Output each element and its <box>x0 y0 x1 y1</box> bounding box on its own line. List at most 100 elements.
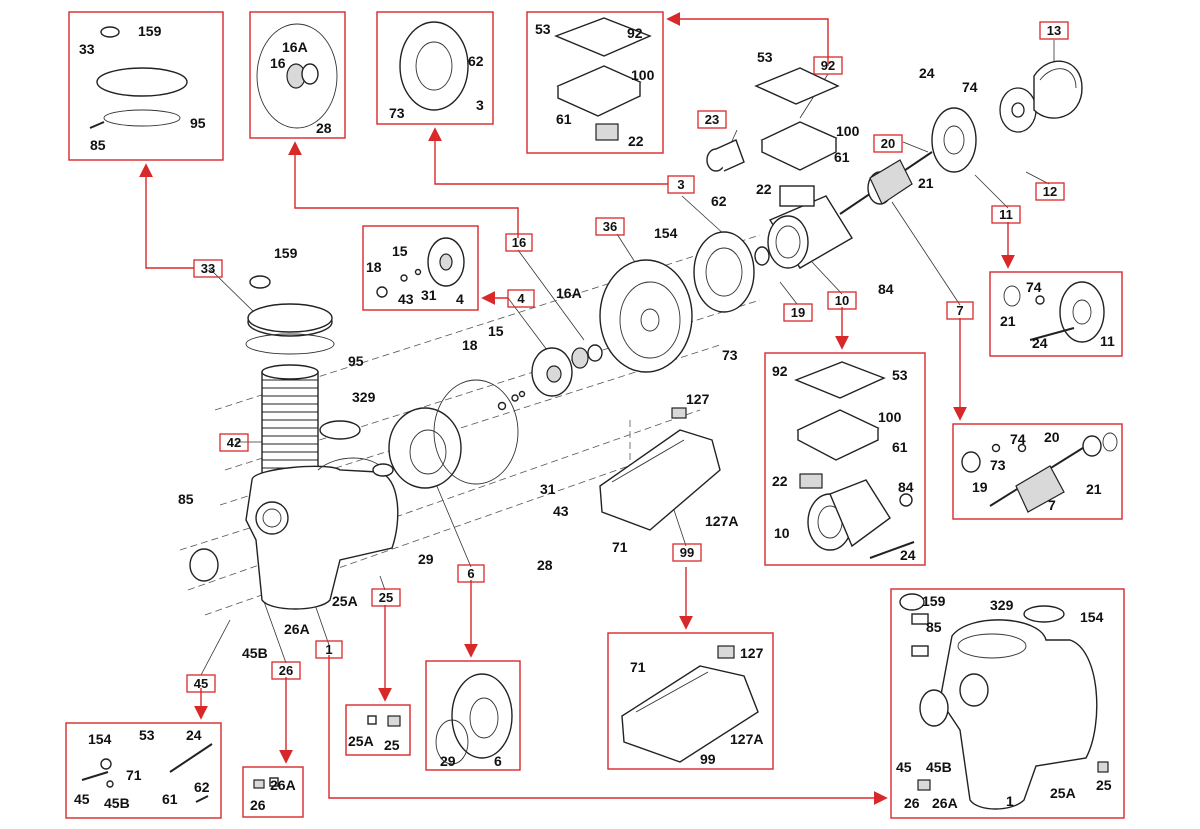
label-43: 43 <box>553 503 569 519</box>
callout-23: 23 <box>697 110 727 129</box>
callout-7: 7 <box>946 301 974 320</box>
label-92: 92 <box>627 25 643 41</box>
label-22: 22 <box>628 133 644 149</box>
detail-boxes <box>65 11 1125 819</box>
callout-16: 16 <box>505 233 533 252</box>
main-assembly <box>189 60 1083 610</box>
label-71: 71 <box>612 539 628 555</box>
callout-19: 19 <box>783 303 813 322</box>
label-16: 16 <box>270 55 286 71</box>
label-85: 85 <box>90 137 106 153</box>
label-45: 45 <box>74 791 90 807</box>
label-74: 74 <box>962 79 978 95</box>
label-21: 21 <box>918 175 934 191</box>
label-154: 154 <box>1080 609 1104 625</box>
label-73: 73 <box>389 105 405 121</box>
svg-text:33: 33 <box>201 261 215 276</box>
label-24: 24 <box>186 727 202 743</box>
label-24: 24 <box>919 65 935 81</box>
label-84: 84 <box>898 479 914 495</box>
label-3: 3 <box>476 97 484 113</box>
svg-text:42: 42 <box>227 435 241 450</box>
label-127: 127 <box>686 391 710 407</box>
label-25: 25 <box>1096 777 1112 793</box>
part-labels: 159 33 95 85 16A 16 28 62 73 3 53 92 100… <box>74 21 1115 813</box>
label-62: 62 <box>711 193 727 209</box>
label-25: 25 <box>384 737 400 753</box>
label-22: 22 <box>756 181 772 197</box>
label-43: 43 <box>398 291 414 307</box>
svg-text:26: 26 <box>279 663 293 678</box>
label-26: 26 <box>904 795 920 811</box>
label-11: 11 <box>1100 333 1115 349</box>
svg-text:25: 25 <box>379 590 393 605</box>
label-25A: 25A <box>1050 785 1076 801</box>
label-21: 21 <box>1000 313 1016 329</box>
label-159: 159 <box>922 593 946 609</box>
label-28: 28 <box>316 120 332 136</box>
svg-text:16: 16 <box>512 235 526 250</box>
label-15: 15 <box>392 243 408 259</box>
label-29: 29 <box>440 753 456 769</box>
callout-10: 10 <box>827 291 857 310</box>
label-22: 22 <box>772 473 788 489</box>
svg-text:11: 11 <box>999 207 1013 222</box>
label-62: 62 <box>194 779 210 795</box>
label-329: 329 <box>352 389 376 405</box>
label-45: 45 <box>896 759 912 775</box>
label-74: 74 <box>1026 279 1042 295</box>
callout-99: 99 <box>672 543 702 562</box>
label-25A: 25A <box>348 733 374 749</box>
svg-text:10: 10 <box>835 293 849 308</box>
label-31: 31 <box>421 287 437 303</box>
label-21: 21 <box>1086 481 1102 497</box>
label-53: 53 <box>139 727 155 743</box>
label-127A: 127A <box>705 513 738 529</box>
label-95: 95 <box>190 115 206 131</box>
leader-lines <box>200 40 1055 676</box>
label-85: 85 <box>926 619 942 635</box>
label-85: 85 <box>178 491 194 507</box>
callout-1: 1 <box>315 640 343 659</box>
label-73: 73 <box>990 457 1006 473</box>
svg-text:99: 99 <box>680 545 694 560</box>
svg-text:23: 23 <box>705 112 719 127</box>
label-4: 4 <box>456 291 464 307</box>
svg-text:19: 19 <box>791 305 805 320</box>
callout-25: 25 <box>371 588 401 607</box>
callout-13: 13 <box>1039 21 1069 40</box>
label-19: 19 <box>972 479 988 495</box>
label-100: 100 <box>631 67 655 83</box>
svg-text:4: 4 <box>517 291 525 306</box>
label-18: 18 <box>462 337 478 353</box>
label-71: 71 <box>126 767 142 783</box>
label-61: 61 <box>556 111 572 127</box>
label-127A: 127A <box>730 731 763 747</box>
label-16A: 16A <box>282 39 308 55</box>
callout-26: 26 <box>271 661 301 680</box>
label-33: 33 <box>79 41 95 57</box>
label-26A: 26A <box>270 777 296 793</box>
label-24: 24 <box>1032 335 1048 351</box>
label-18: 18 <box>366 259 382 275</box>
label-26A: 26A <box>932 795 958 811</box>
callout-3: 3 <box>667 175 695 194</box>
label-154: 154 <box>88 731 112 747</box>
label-53: 53 <box>757 49 773 65</box>
svg-text:7: 7 <box>956 303 963 318</box>
label-61: 61 <box>892 439 908 455</box>
label-25A: 25A <box>332 593 358 609</box>
label-28: 28 <box>537 557 553 573</box>
label-127: 127 <box>740 645 764 661</box>
label-10: 10 <box>774 525 790 541</box>
svg-text:20: 20 <box>881 136 895 151</box>
svg-text:13: 13 <box>1047 23 1061 38</box>
label-62: 62 <box>468 53 484 69</box>
callout-arrows <box>139 12 1015 805</box>
svg-text:45: 45 <box>194 676 208 691</box>
label-45B: 45B <box>926 759 952 775</box>
label-95: 95 <box>348 353 364 369</box>
label-92: 92 <box>772 363 788 379</box>
callout-11: 11 <box>991 205 1021 224</box>
